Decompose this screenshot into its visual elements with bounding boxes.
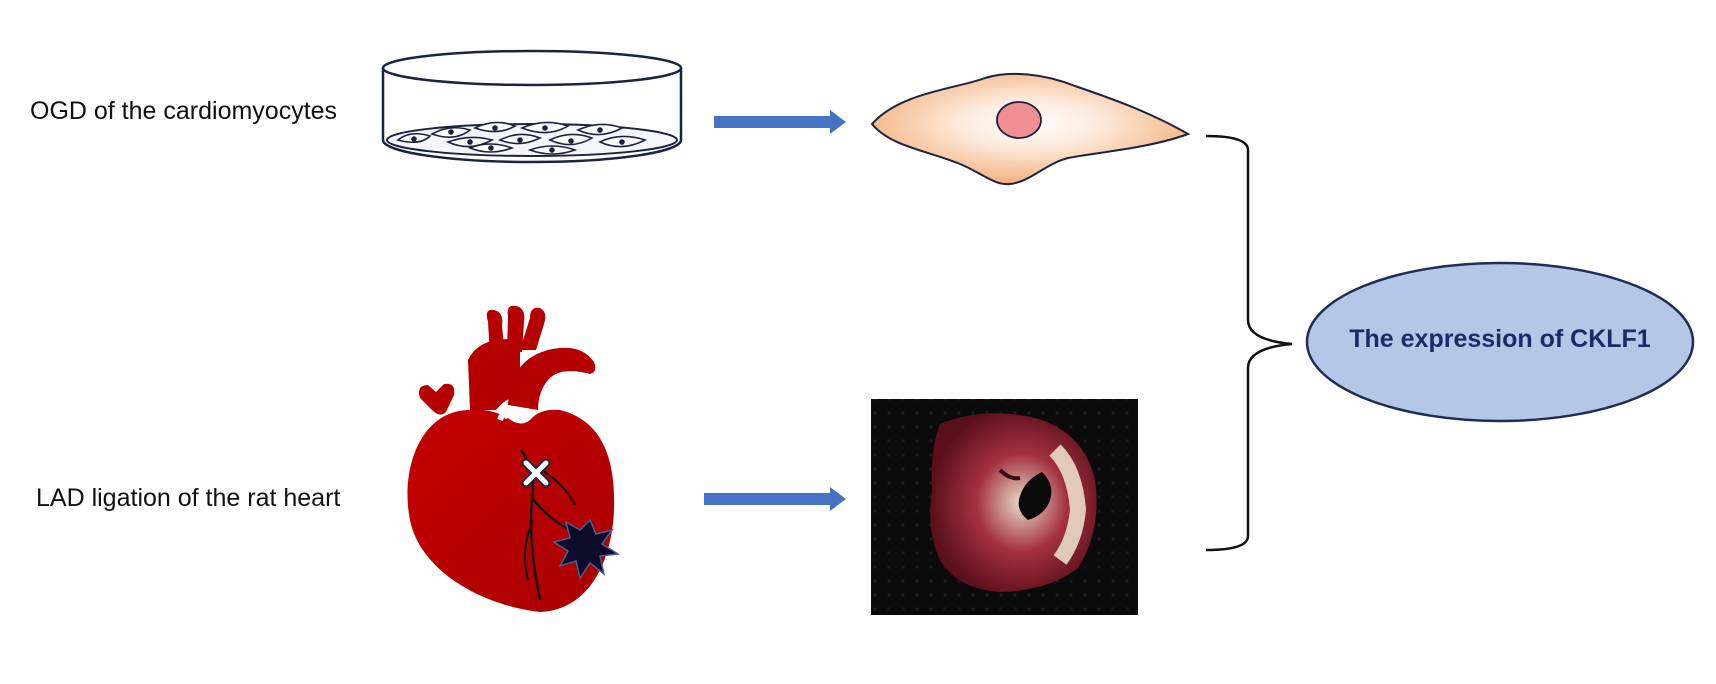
result-ellipse — [1305, 261, 1695, 423]
cardiomyocyte-icon — [870, 72, 1191, 186]
label-ogd-cardiomyocytes: OGD of the cardiomyocytes — [30, 97, 338, 125]
ligation-cross-icon — [521, 458, 551, 488]
arrow-top — [714, 110, 846, 134]
result-label: The expression of CKLF1 — [1349, 325, 1651, 353]
arrow-bottom — [704, 487, 846, 511]
heart-tissue-photo — [871, 399, 1138, 615]
infarct-burst-icon — [552, 518, 621, 580]
grouping-brace — [1205, 134, 1293, 552]
label-lad-ligation: LAD ligation of the rat heart — [36, 484, 341, 512]
heart-icon — [407, 305, 621, 612]
petri-dish-icon — [381, 49, 683, 164]
